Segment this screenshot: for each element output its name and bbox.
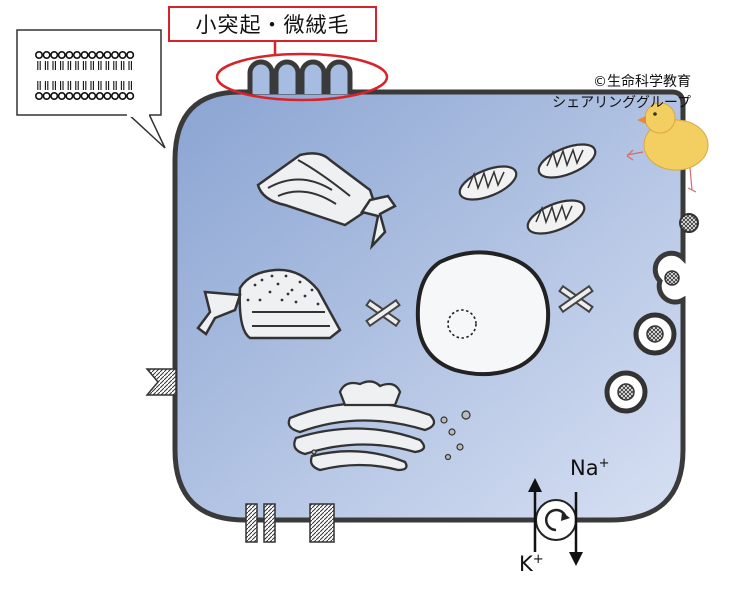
endocytosis-pit-vesicle <box>646 325 664 343</box>
centriole-icon <box>365 284 594 328</box>
mitochondrion-icon <box>458 143 597 235</box>
desmosome-icon <box>145 368 177 396</box>
copyright-notice: ©生命科学教育 シェアリンググループ <box>552 72 691 114</box>
potassium-ion-label: K+ <box>519 552 544 576</box>
microvilli-highlight <box>215 52 389 102</box>
ion-pump-icon <box>528 478 583 566</box>
microvilli-title-label: 小突起・微絨毛 <box>168 6 377 42</box>
bilayer-callout-box <box>16 29 162 116</box>
potassium-ion-symbol: K <box>519 552 533 576</box>
phospholipid-bilayer-icon <box>34 50 135 101</box>
copyright-line-2: シェアリンググループ <box>552 95 691 111</box>
endosome-vesicle <box>617 383 635 401</box>
membrane-pocket-vesicle <box>664 270 680 286</box>
sodium-ion-charge: + <box>598 456 610 471</box>
copyright-line-1: ©生命科学教育 <box>593 74 691 90</box>
vesicle-icon <box>311 410 471 461</box>
sodium-ion-symbol: Na <box>570 456 599 480</box>
potassium-ion-charge: + <box>532 552 544 567</box>
microvilli-icon <box>247 59 353 94</box>
chick-mascot-icon <box>626 102 709 193</box>
sodium-ion-label: Na+ <box>570 456 609 480</box>
nucleus-icon <box>415 250 551 377</box>
exocytosis-vesicle <box>679 213 699 233</box>
bilayer-callout-pointer <box>125 111 166 149</box>
tight-junction-icon <box>245 503 335 543</box>
smooth-er-icon <box>256 152 397 251</box>
rough-er-icon <box>196 268 342 340</box>
golgi-apparatus-icon <box>287 380 436 472</box>
